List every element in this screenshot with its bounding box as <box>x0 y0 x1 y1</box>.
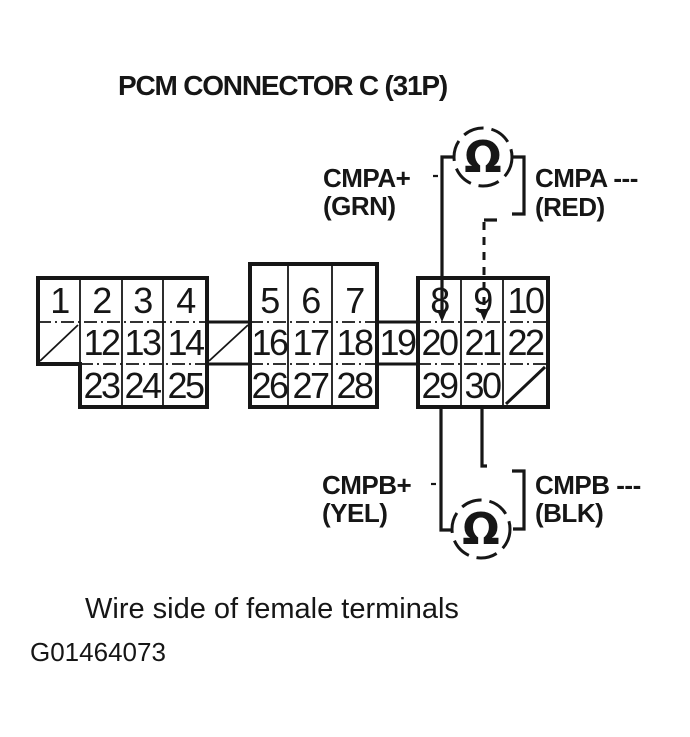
probe-bracket-right-top <box>511 155 526 216</box>
connector-middle-block: 5 6 7 16 17 18 26 27 28 <box>248 262 379 409</box>
cmpb-plus-wire-color: (YEL) <box>322 498 387 528</box>
pin-8: 8 <box>430 280 449 321</box>
pin-18: 18 <box>336 322 373 363</box>
pin-21: 21 <box>464 322 501 363</box>
caption: Wire side of female terminals <box>85 593 459 625</box>
pin-19-cell: 19 <box>377 320 418 366</box>
connector-left-block: 1 2 3 4 12 13 14 23 24 25 <box>36 276 209 409</box>
probe-bracket-right-bottom <box>512 469 526 531</box>
pin-20: 20 <box>421 322 458 363</box>
pin-1: 1 <box>50 280 69 321</box>
probe-bracket-left-top <box>440 155 453 311</box>
cmpa-plus-wire-color: (GRN) <box>323 191 396 221</box>
cmpa-minus-wire-color: (RED) <box>535 192 605 222</box>
middle-block-outline <box>248 262 379 409</box>
cmpa-plus-label: CMPA+ <box>323 163 411 193</box>
figure-id: G01464073 <box>30 637 166 667</box>
arrowhead-pin8 <box>437 310 447 322</box>
ohm-icon-top: Ω <box>464 132 501 183</box>
pin-16: 16 <box>251 322 288 363</box>
pin-4: 4 <box>176 280 195 321</box>
arrowhead-pin9 <box>479 309 489 321</box>
pin-12: 12 <box>83 322 120 363</box>
ohmmeter-circle-top <box>452 126 514 188</box>
pin-19: 19 <box>379 322 416 363</box>
pin-28: 28 <box>336 365 373 406</box>
blocked-cell-15 <box>207 320 250 366</box>
pin-24: 24 <box>124 365 161 406</box>
pin-10: 10 <box>507 280 544 321</box>
cmpb-minus-label: CMPB --- <box>535 470 641 500</box>
pin-3: 3 <box>133 280 152 321</box>
pin-9: 9 <box>473 280 492 321</box>
pin-29: 29 <box>421 365 458 406</box>
pin-13: 13 <box>124 322 161 363</box>
pin-6: 6 <box>301 280 320 321</box>
cmpb-plus-label: CMPB+ <box>322 470 412 500</box>
pin-5: 5 <box>260 280 279 321</box>
top-ohmmeter-assembly: CMPA+ (GRN) CMPA --- (RED) Ω <box>323 126 638 322</box>
pin-22: 22 <box>507 322 544 363</box>
pin-17: 17 <box>292 322 329 363</box>
pin-23: 23 <box>83 365 120 406</box>
blocked-cell-diagonal-right <box>504 365 547 406</box>
pin-7: 7 <box>345 280 364 321</box>
ohm-icon-bottom: Ω <box>462 504 499 555</box>
blocked-cell-diagonal-mid <box>208 324 249 362</box>
cmpb-minus-wire-color: (BLK) <box>535 498 603 528</box>
bottom-ohmmeter-assembly: CMPB+ (YEL) CMPB --- (BLK) Ω <box>322 407 641 560</box>
cmpa-minus-label: CMPA --- <box>535 163 638 193</box>
pin-14: 14 <box>167 322 204 363</box>
pin-2: 2 <box>92 280 111 321</box>
wire-pin30 <box>480 407 487 468</box>
diagram-title: PCM CONNECTOR C (31P) <box>118 70 447 101</box>
blocked-cell-diagonal-left <box>39 324 79 362</box>
ohmmeter-circle-bottom <box>450 498 512 560</box>
pin-25: 25 <box>167 365 204 406</box>
pin-26: 26 <box>251 365 288 406</box>
pin-30: 30 <box>464 365 501 406</box>
left-block-outline <box>36 276 209 409</box>
wire-pin29-probe-bracket <box>439 407 453 532</box>
pin-27: 27 <box>292 365 329 406</box>
connector-right-block: 8 9 10 20 21 22 29 30 <box>416 276 550 409</box>
